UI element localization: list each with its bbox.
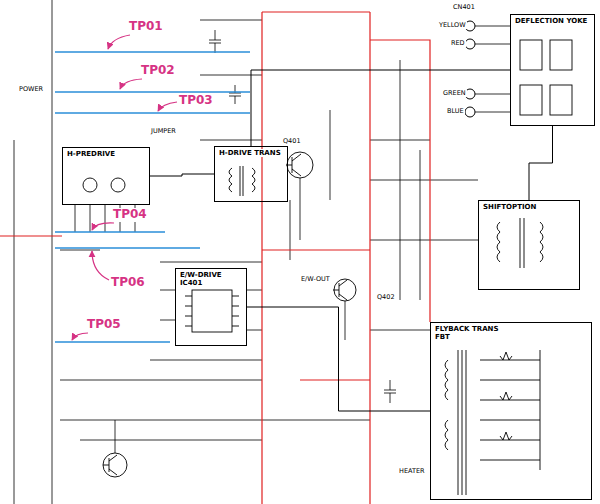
- test-point-callout: TP01: [128, 20, 164, 34]
- part-label: RED: [450, 40, 466, 47]
- part-label: YELLOW: [438, 22, 467, 29]
- block-title: E/W-DRIVE: [179, 271, 223, 279]
- part-label: Q402: [376, 294, 396, 301]
- transistor-symbol: [333, 280, 347, 300]
- transformer-symbol: [480, 350, 540, 470]
- connector-pin: [465, 107, 475, 117]
- transformer-symbol: [550, 85, 572, 115]
- black-wire: [209, 30, 396, 403]
- transformer-symbol: [458, 350, 466, 495]
- red-power-wire: [0, 12, 430, 504]
- transistor-symbol: [287, 152, 313, 178]
- transformer-symbol: [550, 40, 572, 70]
- wire-connector: [150, 174, 214, 176]
- transistor-symbol: [103, 453, 127, 477]
- transistor-symbol: [83, 178, 97, 192]
- transformer-symbol: [500, 352, 512, 440]
- block-title: H-DRIVE TRANS: [218, 149, 282, 157]
- block-designator: FBT: [434, 333, 451, 341]
- blue-signal-wire: [55, 52, 250, 342]
- yoke-block: DEFLECTION YOKE: [510, 14, 595, 126]
- test-point-arrow: [158, 102, 177, 111]
- wire-connector: [529, 126, 553, 200]
- transistor-symbol: [83, 152, 356, 477]
- transistor-symbol: [334, 279, 356, 301]
- transistor-symbol: [286, 154, 301, 176]
- test-point-arrow: [92, 251, 109, 280]
- transformer-symbol: [229, 166, 255, 196]
- transformer-symbol: [520, 85, 542, 115]
- transistor-symbol: [111, 178, 125, 192]
- transformer-symbol: [445, 360, 448, 450]
- test-point-callout: TP05: [86, 318, 122, 332]
- transformer-symbol: [229, 40, 572, 495]
- test-point-arrow: [72, 333, 88, 340]
- part-label: HEATER: [398, 468, 426, 475]
- block-designator: IC401: [179, 279, 203, 287]
- connector-pin: [465, 21, 475, 117]
- shift-option-block: SHIFTOPTION: [478, 200, 580, 290]
- transformer-block: H-DRIVE TRANS: [214, 146, 288, 202]
- part-label: BLUE: [446, 108, 465, 115]
- connector-pin: [465, 39, 475, 49]
- ic-outline: [192, 290, 232, 332]
- flyback-block: FLYBACK TRANSFBT: [430, 322, 592, 500]
- test-point-arrow: [108, 35, 130, 49]
- part-label: CN401: [452, 4, 476, 11]
- test-point-callout: TP02: [140, 64, 176, 78]
- part-label: POWER: [18, 86, 44, 93]
- test-point-arrow: [72, 35, 177, 340]
- wire-connector: [251, 70, 510, 146]
- ic-outline: [185, 290, 239, 332]
- test-point-callout: TP04: [112, 208, 148, 222]
- transistor-symbol: [103, 455, 117, 475]
- block-title: SHIFTOPTION: [482, 203, 537, 211]
- test-point-arrow: [92, 223, 114, 230]
- test-point-arrow: [120, 79, 142, 89]
- block-title: H-PREDRIVE: [66, 150, 116, 158]
- part-label: Q401: [282, 138, 302, 145]
- test-point-callout: TP06: [110, 276, 146, 290]
- ic-outline: [185, 296, 239, 326]
- transformer-symbol: [520, 40, 542, 70]
- predrive-block: H-PREDRIVE: [62, 147, 150, 205]
- ic-block: E/W-DRIVEIC401: [175, 268, 247, 346]
- red-power-wire: [0, 12, 430, 504]
- test-point-callout: TP03: [178, 94, 214, 108]
- block-title: FLYBACK TRANS: [434, 325, 499, 333]
- wire-connector: [247, 307, 430, 411]
- part-label: E/W-OUT: [300, 276, 331, 283]
- part-label: JUMPER: [150, 128, 177, 135]
- block-title: DEFLECTION YOKE: [514, 17, 588, 25]
- blue-signal-wire: [55, 52, 250, 342]
- part-label: GREEN: [442, 90, 467, 97]
- transformer-symbol: [497, 218, 543, 268]
